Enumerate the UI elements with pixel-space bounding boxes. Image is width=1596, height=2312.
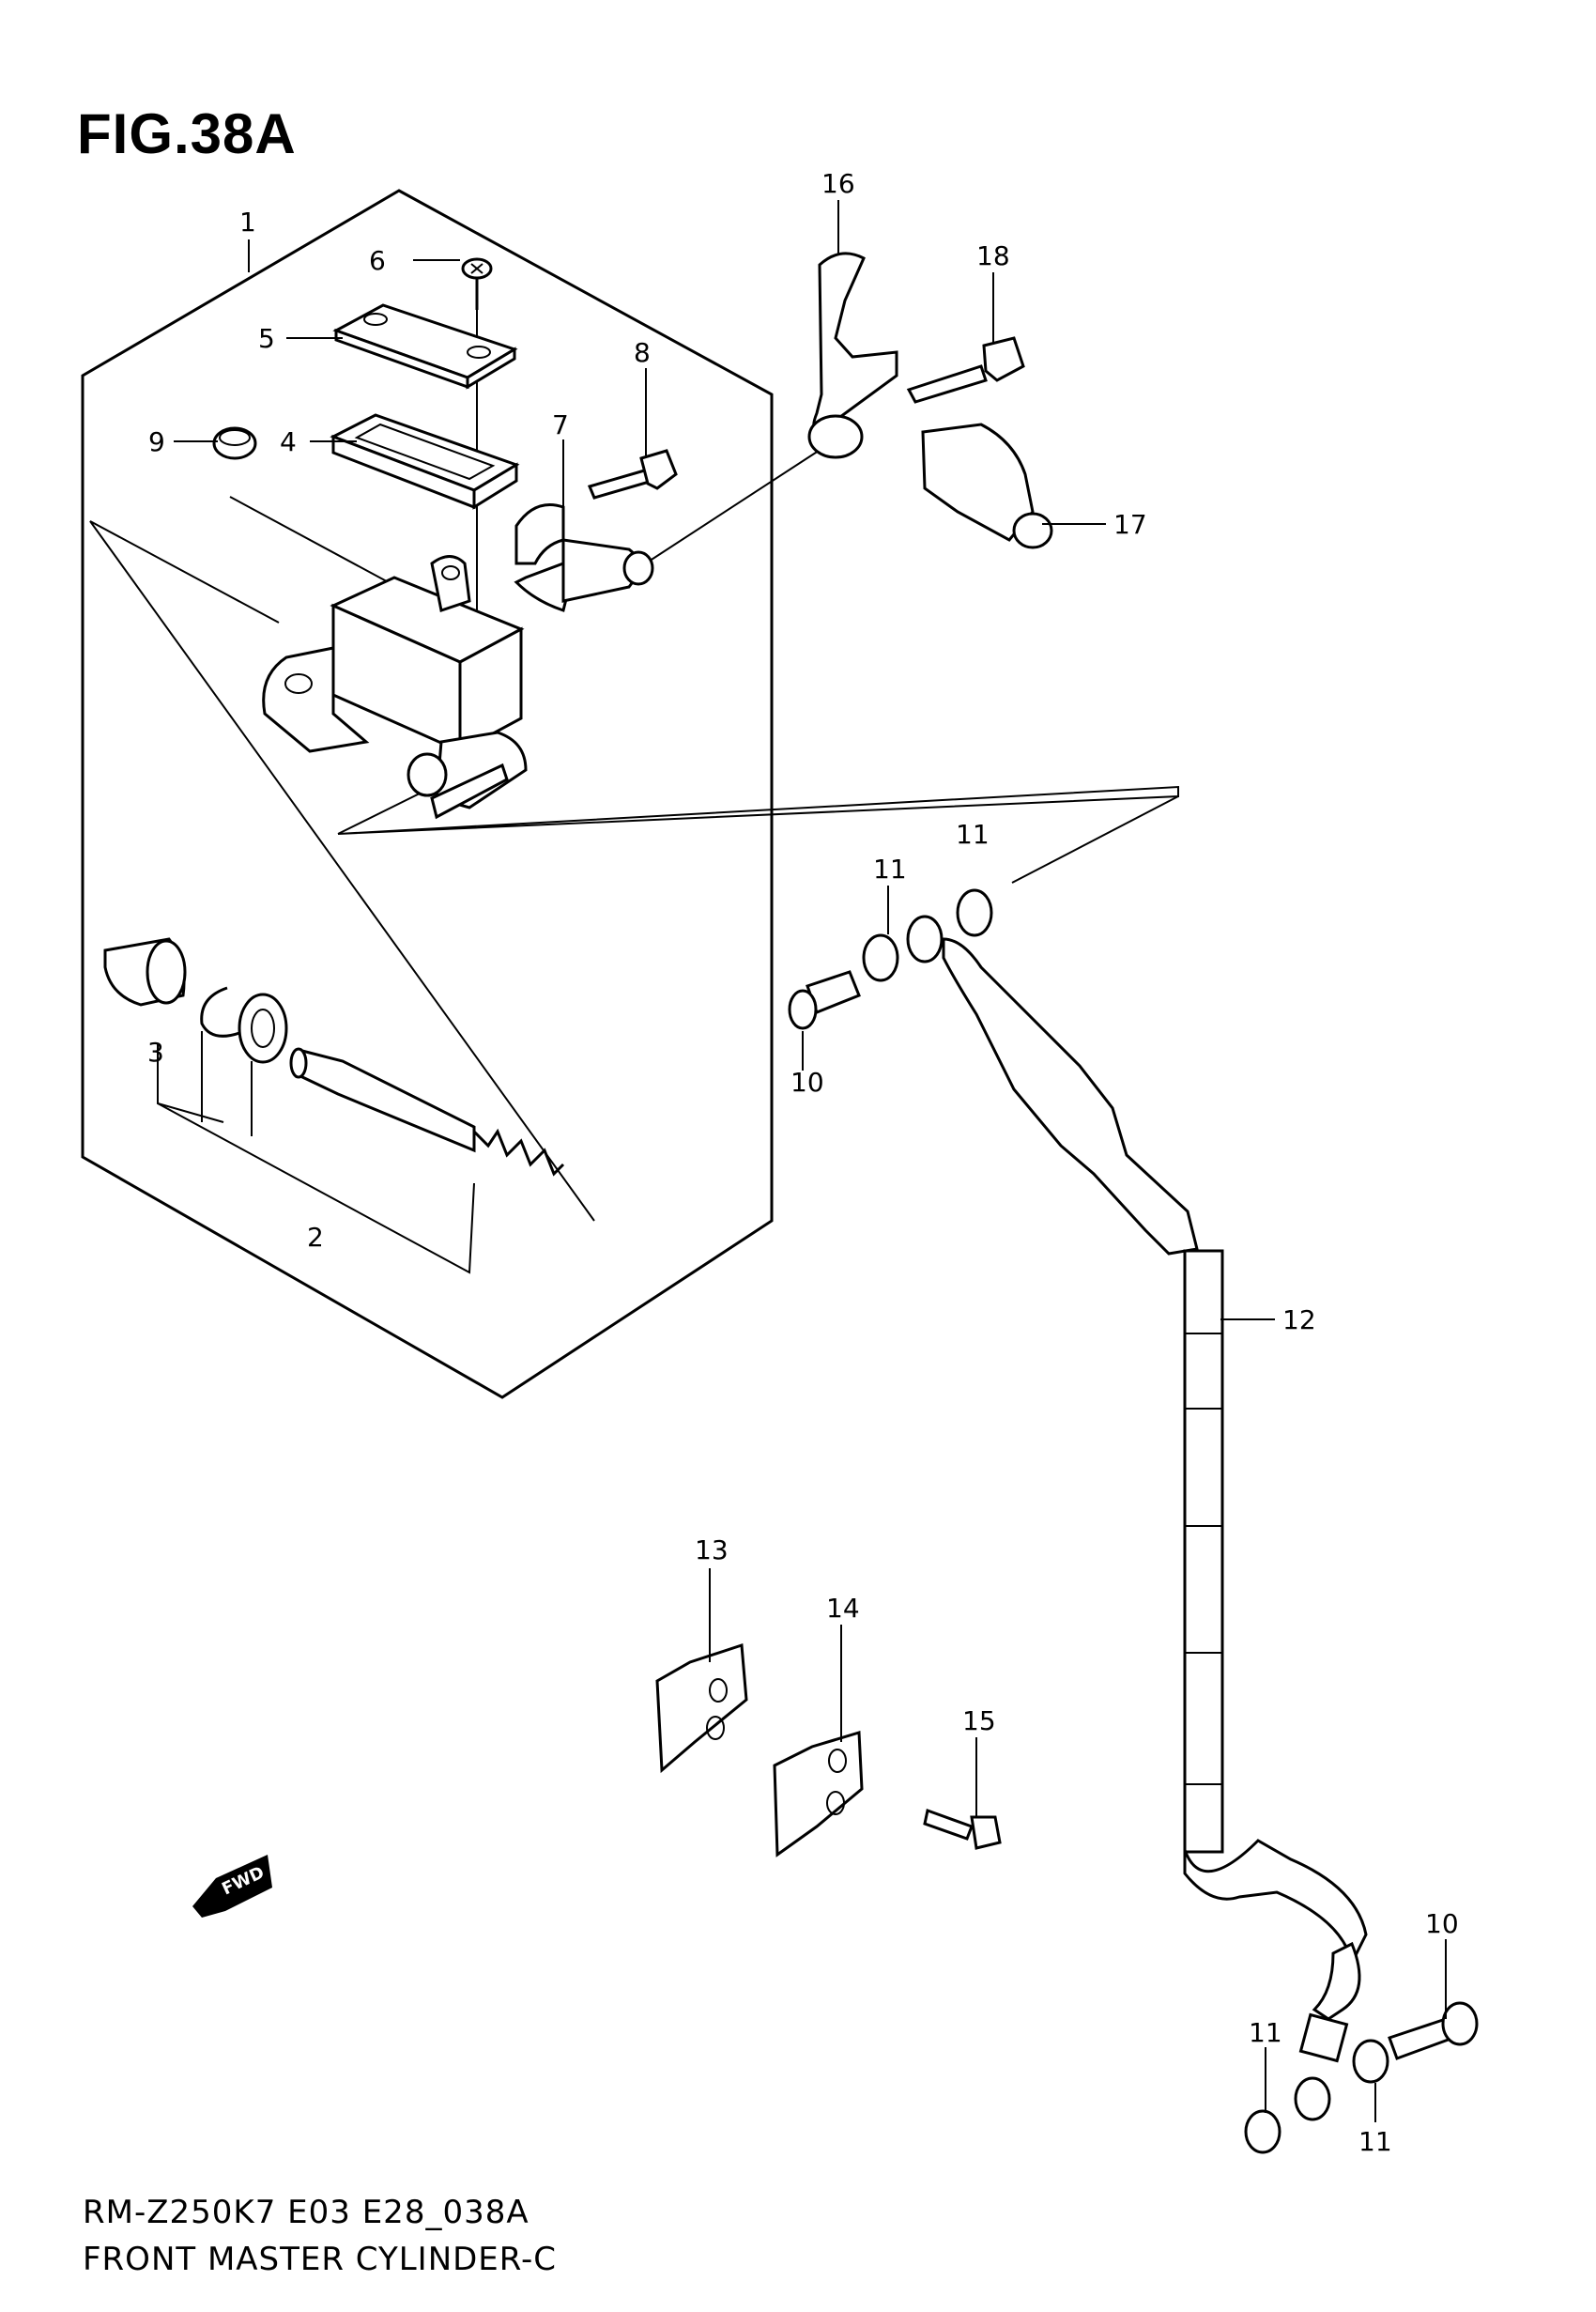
circlip xyxy=(200,986,240,1038)
callout-8: 8 xyxy=(634,337,651,368)
leader xyxy=(157,1102,475,1274)
callout-labels: 1 2 3 4 5 6 7 8 9 10 10 11 11 11 11 12 1… xyxy=(147,168,1459,2157)
callout-6: 6 xyxy=(369,245,386,276)
washer-part-11 xyxy=(1352,2039,1389,2084)
guide-line xyxy=(1011,795,1179,884)
callout-11a: 11 xyxy=(873,854,907,885)
callout-11b: 11 xyxy=(956,819,990,850)
model-code: RM-Z250K7 E03 E28_038A xyxy=(83,2194,529,2231)
washer-hole xyxy=(251,1009,275,1048)
clamp-part-14 xyxy=(773,1731,864,1857)
callout-11d: 11 xyxy=(1358,2126,1392,2157)
callout-14: 14 xyxy=(826,1593,860,1624)
washer-part-11 xyxy=(862,933,899,982)
callout-9: 9 xyxy=(148,426,165,457)
section-name: FRONT MASTER CYLINDER-C xyxy=(83,2241,558,2278)
callout-5: 5 xyxy=(258,323,275,354)
callout-13: 13 xyxy=(695,1534,729,1565)
washer-part-11 xyxy=(906,915,944,963)
callout-1: 1 xyxy=(239,207,256,238)
figure-title: FIG.38A xyxy=(77,102,297,165)
callout-2: 2 xyxy=(307,1222,324,1253)
callout-12: 12 xyxy=(1282,1304,1316,1335)
master-cylinder-body xyxy=(262,555,528,820)
callout-4: 4 xyxy=(280,426,297,457)
brake-hose-part-12 xyxy=(942,937,1368,2121)
forward-arrow-icon: FWD xyxy=(192,1855,272,1918)
lever-part-16 xyxy=(807,252,898,459)
leader xyxy=(157,1044,224,1123)
callout-15: 15 xyxy=(962,1705,996,1736)
clamp-part-13 xyxy=(655,1642,748,1774)
callout-18: 18 xyxy=(976,240,1010,271)
callout-3: 3 xyxy=(147,1037,164,1068)
bolt-part-18 xyxy=(906,336,1025,404)
callout-16: 16 xyxy=(821,168,855,199)
banjo-bolt-part-10-lower xyxy=(1388,2001,1479,2060)
leader-lines xyxy=(174,200,1447,2122)
callout-11c: 11 xyxy=(1249,2017,1282,2048)
callout-7: 7 xyxy=(552,409,569,440)
washer xyxy=(238,993,288,1064)
guide-line xyxy=(637,448,822,569)
bolt-part-15 xyxy=(923,1809,1002,1850)
banjo-bolt-part-10-upper xyxy=(788,970,861,1030)
cap-part-9 xyxy=(212,426,257,460)
diaphragm-part-4 xyxy=(330,413,520,510)
boot-part-3 xyxy=(103,937,187,1007)
washer-part-11 xyxy=(1244,2109,1281,2154)
bolt-part-8 xyxy=(587,449,678,500)
switch-part-17 xyxy=(921,423,1053,549)
washer-part-11 xyxy=(956,888,993,937)
clamp-part-7 xyxy=(514,503,654,612)
callout-17: 17 xyxy=(1113,509,1147,540)
guide-lines xyxy=(337,785,1179,835)
guide-lines xyxy=(89,520,595,1222)
reservoir-cap-part-5 xyxy=(332,303,518,390)
callout-10a: 10 xyxy=(790,1067,824,1098)
piston-spring-part-2 xyxy=(289,1047,565,1177)
callout-10b: 10 xyxy=(1425,1908,1459,1939)
assembly-outline xyxy=(81,189,774,1399)
